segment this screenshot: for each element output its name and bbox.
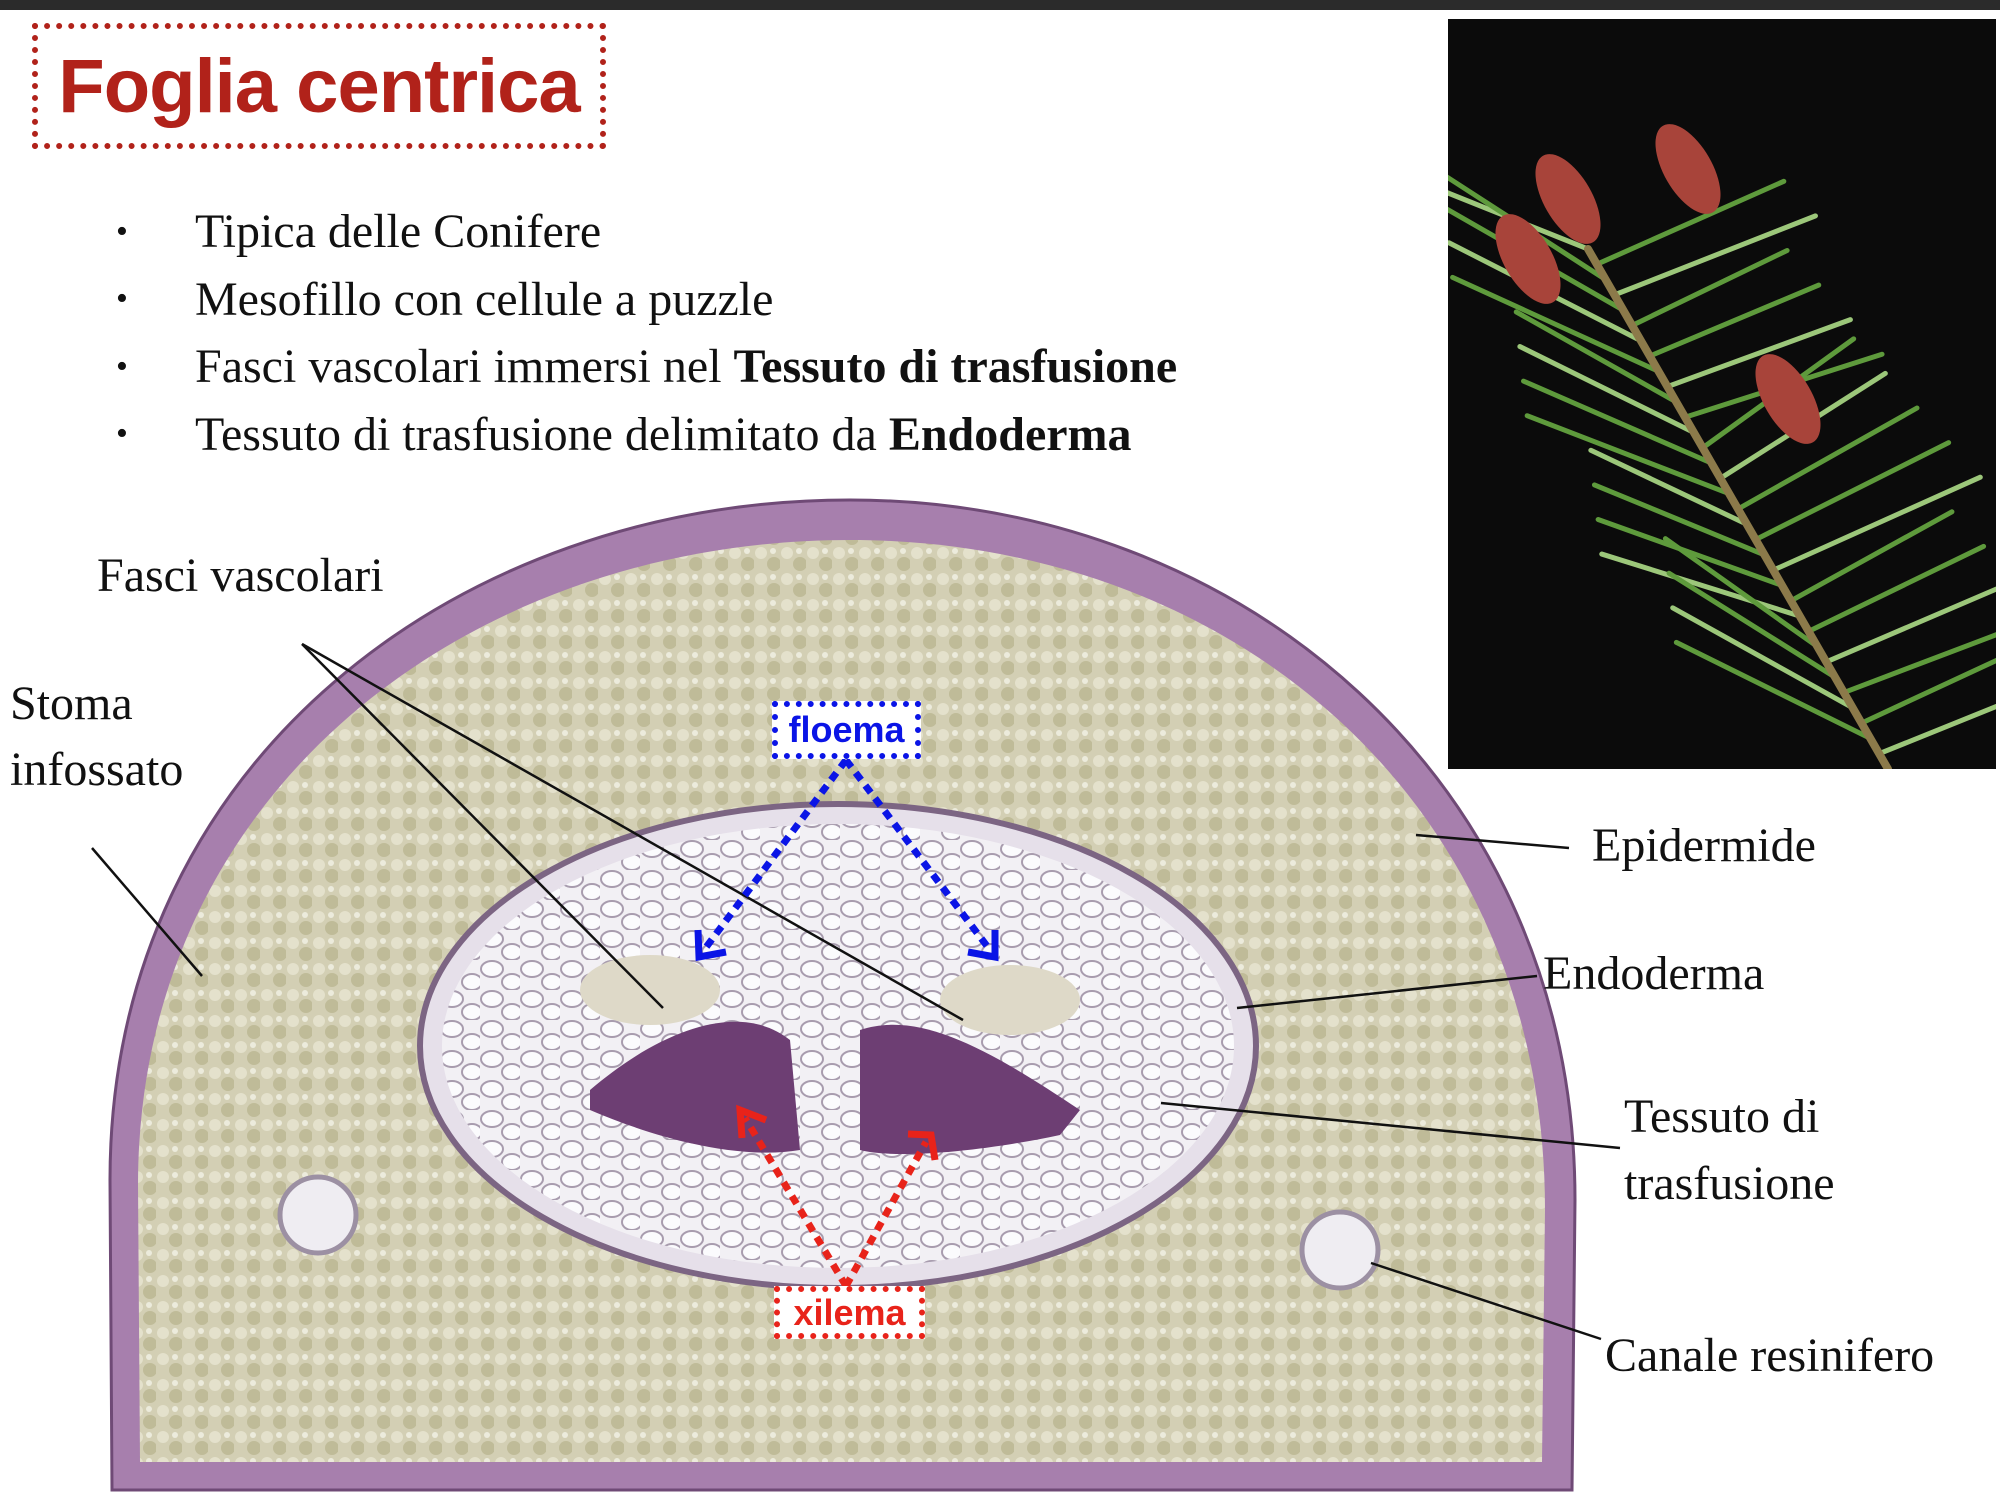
bullet-icon: •: [116, 347, 128, 385]
label-stoma-line1: Stoma: [10, 677, 133, 730]
transfusion-tissue: [442, 824, 1234, 1268]
needle: [1629, 247, 1790, 328]
label-canale-resinifero: Canale resinifero: [1605, 1329, 1935, 1382]
pointer-lines: [91, 642, 1621, 1341]
cone-bud: [1755, 354, 1821, 444]
needle: [1513, 309, 1679, 405]
bullet-icon: •: [116, 415, 128, 453]
conifer-branch-photo: [1435, 19, 2000, 773]
needle: [1591, 482, 1767, 558]
floema-tag: floema: [772, 701, 921, 759]
phloem-right: [940, 965, 1080, 1035]
title-box: Foglia centrica: [32, 23, 606, 149]
label-stoma-line2: infossato: [10, 743, 184, 796]
label-tessuto-line1: Tessuto di: [1624, 1090, 1820, 1143]
bullet-item: • Tessuto di trasfusione delimitato da En…: [110, 401, 1177, 469]
label-epidermide: Epidermide: [1592, 819, 1816, 872]
needle: [1770, 474, 1983, 573]
cone-bud: [1495, 214, 1561, 304]
bullet-icon: •: [116, 280, 128, 318]
label-tessuto-line2: trasfusione: [1624, 1157, 1835, 1210]
xilema-tag: xilema: [774, 1286, 925, 1339]
needle: [1806, 543, 1987, 634]
arrowhead-icon: [694, 929, 999, 962]
bullet-item: • Mesofillo con cellule a puzzle: [110, 266, 1177, 334]
xylem-arrows: [742, 1116, 930, 1288]
needle: [1599, 551, 1803, 619]
needle: [1594, 178, 1787, 267]
label-endoderma: Endoderma: [1543, 947, 1765, 1000]
needle: [1735, 405, 1920, 512]
needle: [1521, 378, 1715, 466]
needle: [1517, 344, 1697, 436]
needle: [1611, 213, 1818, 298]
bullet-bold-text: Endoderma: [888, 407, 1132, 461]
needle: [1664, 317, 1853, 390]
resin-canal: [277, 1174, 359, 1256]
needle: [1841, 630, 2000, 696]
needle: [1859, 655, 2000, 726]
needle: [1584, 245, 1892, 773]
needle: [1588, 447, 1750, 527]
top-bar: [0, 0, 2000, 10]
needle: [1876, 702, 2000, 757]
needle: [1788, 509, 1955, 604]
needle: [1823, 584, 2000, 665]
slide-title: Foglia centrica: [58, 43, 580, 129]
bullet-text: Fasci vascolari immersi nel: [195, 340, 734, 394]
phloem-left: [580, 955, 720, 1025]
conifer-branch-image: [1435, 124, 2000, 773]
bullet-text: Tessuto di trasfusione delimitato da: [195, 407, 889, 461]
bullet-item: • Tipica delle Conifere: [110, 198, 1177, 266]
needle: [1670, 605, 1856, 711]
label-fasci-vascolari: Fasci vascolari: [97, 549, 384, 602]
bullet-item: • Fasci vascolari immersi nel Tessuto di …: [110, 333, 1177, 401]
bullet-text: Tipica delle Conifere: [195, 205, 602, 259]
needle: [1673, 639, 1873, 741]
needle: [1753, 440, 1952, 543]
bullet-icon: •: [116, 212, 128, 250]
cone-bud: [1655, 124, 1721, 214]
needle: [1524, 413, 1732, 497]
needle: [1666, 570, 1838, 680]
xylem-bundle-right: [860, 1024, 1080, 1155]
phloem-arrows: [701, 757, 993, 953]
resin-canal: [1299, 1209, 1381, 1291]
needle: [1647, 282, 1822, 359]
needle: [1595, 516, 1785, 588]
cone-bud: [1535, 154, 1601, 244]
bullet-list: • Tipica delle Conifere • Mesofillo con ce…: [110, 198, 1177, 468]
arrowhead-icon: [736, 1104, 939, 1161]
bullet-bold-text: Tessuto di trasfusione: [733, 340, 1178, 394]
needle: [1450, 274, 1662, 374]
bullet-text: Mesofillo con cellule a puzzle: [195, 272, 774, 326]
needle: [1662, 536, 1820, 650]
